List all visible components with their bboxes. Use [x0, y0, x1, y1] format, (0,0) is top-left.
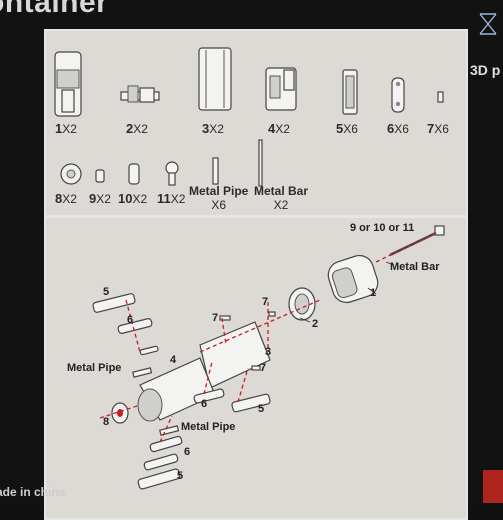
assembly-panel [44, 216, 468, 520]
part-11-drawing [165, 161, 179, 186]
assembly-num-4: 4 [170, 354, 177, 366]
assembly-num-8: 8 [103, 416, 110, 428]
assembly-num-3: 3 [265, 346, 272, 358]
assembly-clip-bottom [137, 435, 183, 490]
logo-icon [479, 13, 497, 35]
assembly-num-5-lower: 5 [258, 403, 265, 415]
part-label-6: 6X6 [387, 121, 409, 136]
footer-made-in: ade in china [0, 485, 66, 499]
assembly-num-7-right: 7 [260, 362, 267, 374]
part-6-drawing [391, 77, 405, 113]
assembly-part-1 [327, 254, 379, 304]
brand-text: 3D p [470, 62, 501, 78]
parts-list-panel [44, 29, 468, 217]
assembly-num-6-bottom: 6 [184, 446, 191, 458]
extra-label-metal-pipe: Metal Pipe X6 [189, 184, 249, 212]
part-label-9: 9X2 [89, 191, 111, 206]
callout-metal-bar: Metal Bar [390, 261, 440, 273]
part-7-drawing [437, 91, 444, 103]
page-title: ontainer [0, 0, 109, 19]
assembly-num-6-lower: 6 [201, 398, 208, 410]
parts-drawings [54, 47, 444, 187]
part-label-5: 5X6 [336, 121, 358, 136]
assembly-num-6-upper: 6 [127, 314, 134, 326]
part-label-3: 3X2 [202, 121, 224, 136]
metal-pipe-drawing [212, 157, 219, 185]
part-label-1: 1X2 [55, 121, 77, 136]
part-8-drawing [60, 163, 82, 185]
part-label-7: 7X6 [427, 121, 449, 136]
metal-bar-drawing [258, 139, 263, 187]
part-1-drawing [54, 51, 82, 117]
part-label-2: 2X2 [126, 121, 148, 136]
part-4-drawing [265, 67, 297, 111]
assembly-clip-lower-right [193, 388, 271, 413]
callout-accessory: 9 or 10 or 11 [350, 222, 415, 234]
part-5-drawing [342, 69, 358, 115]
assembly-num-7-top: 7 [262, 296, 269, 308]
assembly-num-5-upper: 5 [103, 286, 110, 298]
assembly-num-7-left: 7 [212, 312, 219, 324]
part-3-drawing [198, 47, 232, 111]
callout-metal-pipe-bottom: Metal Pipe [181, 421, 236, 433]
part-label-11: 11X2 [157, 191, 186, 206]
part-label-10: 10X2 [118, 191, 148, 206]
assembly-num-1: 1 [370, 287, 377, 299]
assembly-drawing [92, 225, 445, 490]
assembly-num-2: 2 [312, 318, 319, 330]
part-label-4: 4X2 [268, 121, 290, 136]
part-label-8: 8X2 [55, 191, 77, 206]
corner-badge [483, 470, 503, 503]
part-2-drawing [120, 85, 160, 103]
part-10-drawing [128, 163, 140, 185]
callout-metal-pipe-left: Metal Pipe [67, 362, 122, 374]
assembly-num-5-bottom: 5 [177, 470, 184, 482]
extra-label-metal-bar: Metal Bar X2 [254, 184, 309, 212]
assembly-body [137, 321, 271, 422]
part-9-drawing [95, 169, 105, 183]
assembly-clip-upper [92, 293, 159, 356]
